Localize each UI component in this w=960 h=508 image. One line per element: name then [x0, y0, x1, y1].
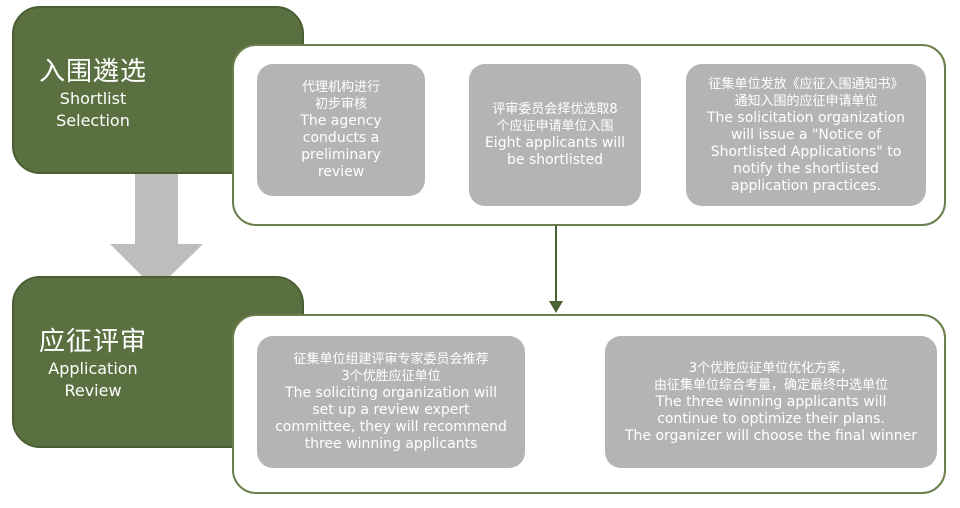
step-recommend-three: 征集单位组建评审专家委员会推荐 3个优胜应征单位 The soliciting … [257, 336, 525, 468]
step4-en-line: three winning applicants [304, 436, 478, 452]
step4-zh-line2: 3个优胜应征单位 [341, 369, 441, 384]
big-down-arrow [110, 172, 203, 290]
step5-en-line: The organizer will choose the final winn… [624, 427, 918, 444]
arrowhead-stage1-to-stage2 [549, 301, 563, 313]
step5-en-line: The three winning applicants will [655, 393, 887, 410]
step-preliminary-review: 代理机构进行 初步审核 The agency conducts a prelim… [257, 64, 425, 196]
step5-zh-line1: 3个优胜应征单位优化方案， [688, 360, 854, 376]
step3-en-line: Shortlisted Applications" to [710, 143, 902, 160]
stage1-title-en-line2: Selection [56, 111, 130, 130]
step5-en-line: continue to optimize their plans. [657, 410, 885, 427]
step1-zh-line1: 代理机构进行 [301, 80, 380, 95]
step4-zh-line1: 征集单位组建评审专家委员会推荐 [293, 352, 489, 367]
step3-en-line: notify the shortlisted [733, 160, 879, 177]
step4-en-line: The soliciting organization will [285, 385, 497, 401]
step1-en-line: The agency [300, 113, 382, 129]
step5-zh-line2: 由征集单位综合考量，确定最终中选单位 [653, 377, 888, 393]
step2-en-line: Eight applicants will [484, 135, 626, 151]
stage2-title-zh: 应征评审 [38, 327, 147, 357]
step3-en-line: The solicitation organization [706, 109, 906, 126]
step1-en-line: preliminary [301, 147, 381, 163]
step1-en-line: review [317, 164, 365, 180]
step2-zh-line1: 评审委员会择优选取8 [492, 102, 618, 117]
step-final-winner: 3个优胜应征单位优化方案， 由征集单位综合考量，确定最终中选单位 The thr… [605, 336, 937, 468]
step1-zh-line2: 初步审核 [314, 97, 367, 112]
stage2-title-en-line1: Application [48, 359, 138, 378]
step-shortlist-eight: 评审委员会择优选取8 个应征申请单位入围 Eight applicants wi… [469, 64, 641, 206]
step2-zh-line2: 个应征申请单位入围 [496, 119, 614, 134]
step3-en-line: application practices. [730, 177, 882, 194]
step-notice-of-shortlist: 征集单位发放《应征入围通知书》 通知入围的应征申请单位 The solicita… [686, 64, 926, 206]
step2-en-line: be shortlisted [507, 152, 603, 168]
step4-en-line: set up a review expert [312, 402, 470, 418]
step4-en-line: committee, they will recommend [275, 419, 507, 435]
step3-en-line: will issue a "Notice of [730, 126, 882, 143]
step3-zh-line1: 征集单位发放《应征入围通知书》 [708, 76, 904, 92]
stage2-title-en-line2: Review [64, 381, 122, 400]
step3-zh-line2: 通知入围的应征申请单位 [734, 93, 878, 109]
stage1-title-en-line1: Shortlist [59, 89, 127, 108]
stage1-title-zh: 入围遴选 [38, 57, 147, 87]
step1-en-line: conducts a [302, 130, 380, 146]
